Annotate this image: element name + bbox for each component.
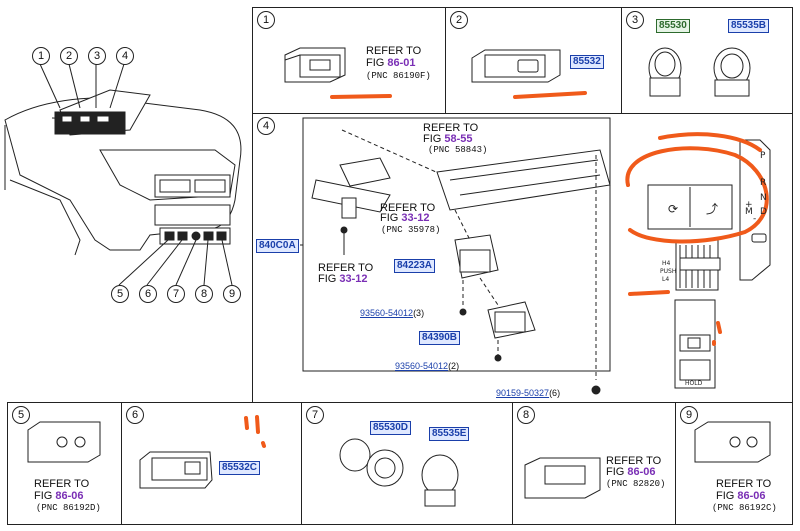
screw-b-link[interactable]: 93560-54012: [395, 361, 449, 371]
panel-index-4: 4: [257, 117, 275, 135]
shift-d: D: [760, 207, 767, 217]
panel-index-7: 7: [306, 406, 324, 424]
callout-1[interactable]: 1: [32, 47, 50, 65]
p4-ref-left-fig-prefix: FIG: [318, 273, 337, 285]
p8-refer: REFER TO: [606, 455, 662, 467]
callout-4[interactable]: 4: [116, 47, 134, 65]
p5-fig: FIG 86-06: [34, 490, 84, 502]
p8-pnc: (PNC 82820): [606, 479, 666, 489]
screw-b-qty: (2): [448, 361, 460, 371]
svg-text:⤴: ⤴: [706, 201, 718, 216]
shift-plus: +: [745, 200, 753, 210]
p4-ref-top-fig: FIG 58-55: [423, 133, 473, 145]
p9-fig-prefix: FIG: [716, 490, 735, 502]
callout-2[interactable]: 2: [60, 47, 78, 65]
p4-ref-left-refer: REFER TO: [318, 262, 374, 274]
screw-c-link[interactable]: 90159-50327: [496, 388, 550, 398]
p8-fig: FIG 86-06: [606, 466, 656, 478]
callout-8[interactable]: 8: [195, 285, 213, 303]
p5-refer: REFER TO: [34, 478, 90, 490]
callout-9[interactable]: 9: [223, 285, 241, 303]
part-85530d[interactable]: 85530D: [370, 421, 412, 435]
p4-ref-mid-fig: FIG 33-12: [380, 212, 430, 224]
part-840c0a[interactable]: 840C0A: [256, 239, 299, 253]
part-85530[interactable]: 85530: [656, 19, 690, 33]
p8-fig-link[interactable]: 86-06: [627, 466, 656, 478]
panel-index-5: 5: [12, 406, 30, 424]
shift-n: N: [760, 193, 767, 203]
p5-fig-prefix: FIG: [34, 490, 53, 502]
p4-ref-mid-fig-link[interactable]: 33-12: [401, 212, 430, 224]
screw-a-qty: (3): [413, 308, 425, 318]
part-85535b[interactable]: 85535B: [728, 19, 770, 33]
p4-screw-b: 93560-54012(2): [395, 360, 459, 372]
p8-fig-prefix: FIG: [606, 466, 625, 478]
p9-pnc: (PNC 86192C): [712, 503, 777, 513]
shift-minus: -: [753, 214, 756, 224]
p4-ref-mid-refer: REFER TO: [380, 202, 436, 214]
callout-5[interactable]: 5: [111, 285, 129, 303]
panel-index-2: 2: [450, 11, 468, 29]
label-h4: H4: [662, 260, 671, 267]
p4-ref-mid-fig-prefix: FIG: [380, 212, 399, 224]
p5-fig-link[interactable]: 86-06: [55, 490, 84, 502]
p4-screw-c: 90159-50327(6): [496, 387, 560, 399]
label-l4: L4: [662, 276, 669, 283]
part-85532c[interactable]: 85532C: [219, 461, 261, 475]
panel-index-8: 8: [517, 406, 535, 424]
p4-ref-left-fig: FIG 33-12: [318, 273, 368, 285]
shift-r: R: [760, 178, 766, 188]
panel-index-1: 1: [257, 11, 275, 29]
panel-index-9: 9: [680, 406, 698, 424]
p1-pnc: (PNC 86190F): [366, 71, 431, 81]
part-85535e[interactable]: 85535E: [429, 427, 470, 441]
svg-text:⟳: ⟳: [668, 202, 678, 216]
callout-6[interactable]: 6: [139, 285, 157, 303]
panel-index-3: 3: [626, 11, 644, 29]
p4-screw-a: 93560-54012(3): [360, 307, 424, 319]
panel-9: [675, 402, 793, 525]
shift-p: P: [760, 151, 766, 161]
p4-ref-top-pnc: (PNC 58843): [428, 145, 488, 155]
callout-3[interactable]: 3: [88, 47, 106, 65]
panel-index-6: 6: [126, 406, 144, 424]
p5-pnc: (PNC 86192D): [36, 503, 101, 513]
callout-7[interactable]: 7: [167, 285, 185, 303]
p4-ref-left-fig-link[interactable]: 33-12: [339, 273, 368, 285]
part-84390b[interactable]: 84390B: [419, 331, 461, 345]
p4-ref-mid-pnc: (PNC 35978): [381, 225, 441, 235]
p1-fig: FIG 86-01: [366, 57, 416, 69]
shift-m: M: [745, 207, 753, 217]
label-push: PUSH: [660, 268, 676, 275]
p9-refer: REFER TO: [716, 478, 772, 490]
p4-ref-top-refer: REFER TO: [423, 122, 479, 134]
orange-annotations: [244, 91, 769, 448]
p1-fig-link[interactable]: 86-01: [387, 57, 416, 69]
part-84223a[interactable]: 84223A: [394, 259, 436, 273]
label-hold: HOLD: [685, 380, 703, 387]
part-85532[interactable]: 85532: [570, 55, 604, 69]
p1-refer: REFER TO: [366, 45, 422, 57]
p4-ref-top-fig-link[interactable]: 58-55: [444, 133, 473, 145]
screw-c-qty: (6): [549, 388, 561, 398]
p1-fig-prefix: FIG: [366, 57, 385, 69]
p9-fig: FIG 86-06: [716, 490, 766, 502]
screw-a-link[interactable]: 93560-54012: [360, 308, 414, 318]
p4-ref-top-fig-prefix: FIG: [423, 133, 442, 145]
p9-fig-link[interactable]: 86-06: [737, 490, 766, 502]
